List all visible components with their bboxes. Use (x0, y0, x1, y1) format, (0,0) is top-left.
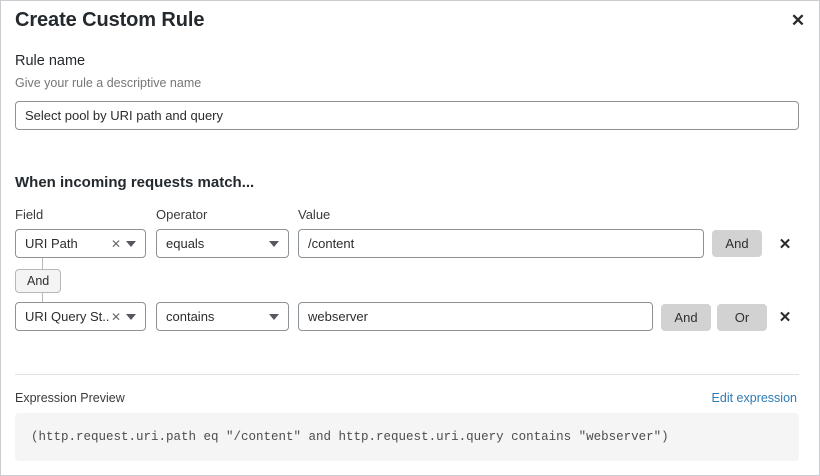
delete-row-1-icon[interactable]: ✕ (774, 232, 796, 256)
operator-select-value-row-2: contains (166, 309, 215, 324)
clear-icon[interactable]: ✕ (110, 309, 121, 324)
connector-and-chip[interactable]: And (15, 269, 62, 293)
expression-preview-box: (http.request.uri.path eq "/content" and… (15, 413, 799, 461)
connector-line-top (42, 258, 43, 270)
field-select-row-1[interactable]: URI Path ✕ (15, 229, 146, 258)
section-divider (15, 374, 799, 375)
and-button-row-1[interactable]: And (712, 230, 762, 257)
operator-select-row-1[interactable]: equals (156, 229, 289, 258)
value-input-row-2[interactable] (298, 302, 653, 331)
clear-icon[interactable]: ✕ (110, 236, 121, 251)
and-button-row-2[interactable]: And (661, 304, 711, 331)
expression-preview-text: (http.request.uri.path eq "/content" and… (31, 430, 669, 444)
chevron-down-icon (126, 313, 136, 320)
expression-preview-label: Expression Preview (15, 391, 125, 405)
chevron-down-icon (269, 313, 279, 320)
rule-name-help-text: Give your rule a descriptive name (15, 76, 202, 90)
close-icon[interactable]: ✕ (785, 7, 811, 33)
or-button-row-2[interactable]: Or (717, 304, 767, 331)
delete-row-2-icon[interactable]: ✕ (774, 305, 796, 329)
field-select-value-row-2: URI Query St... (25, 309, 109, 324)
chevron-down-icon (126, 240, 136, 247)
column-header-operator: Operator (156, 207, 208, 222)
match-section-heading: When incoming requests match... (15, 174, 255, 191)
chevron-down-icon (269, 240, 279, 247)
dialog-title: Create Custom Rule (15, 9, 205, 31)
column-header-field: Field (15, 207, 44, 222)
edit-expression-link[interactable]: Edit expression (711, 391, 797, 405)
rule-name-label: Rule name (15, 53, 86, 69)
value-input-row-1[interactable] (298, 229, 704, 258)
column-header-value: Value (298, 207, 331, 222)
field-select-row-2[interactable]: URI Query St... ✕ (15, 302, 146, 331)
operator-select-row-2[interactable]: contains (156, 302, 289, 331)
rule-name-input[interactable] (15, 101, 799, 130)
connector-line-bottom (42, 292, 43, 303)
operator-select-value-row-1: equals (166, 236, 205, 251)
field-select-value-row-1: URI Path (25, 236, 78, 251)
